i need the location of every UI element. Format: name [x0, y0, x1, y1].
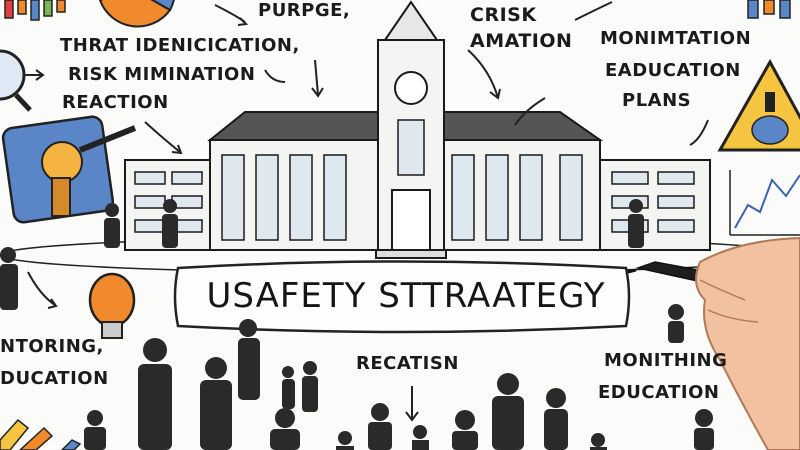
bar-chart-icon — [747, 0, 791, 19]
label-amation: AMATION — [470, 30, 573, 52]
left-roof — [207, 111, 381, 141]
drawing-hand — [695, 236, 800, 450]
line-chart-icon — [729, 170, 800, 236]
people-crowd — [0, 199, 714, 450]
bar-chart-icon — [4, 0, 66, 21]
label-threat: THRAT IDENICICATION, — [60, 35, 300, 56]
tower-spire — [383, 0, 439, 41]
label-monithing: MONITHING — [604, 350, 728, 371]
arrows — [24, 1, 709, 422]
key-card-icon — [1, 115, 137, 224]
warning-triangle-icon — [717, 58, 800, 152]
pencil-icon — [0, 418, 82, 450]
title-banner — [173, 260, 631, 334]
label-ntoring: NTORING, — [0, 336, 104, 357]
pie-chart-icon — [98, 0, 175, 28]
page-title: USAFETY STTRAATEGY — [206, 276, 606, 316]
building-windows — [134, 119, 695, 241]
label-crisk: CRISK — [470, 4, 537, 26]
label-reaction: REACTION — [62, 92, 169, 113]
label-education: EDUCATION — [598, 382, 720, 403]
clock-face — [394, 71, 428, 105]
label-plans: PLANS — [622, 90, 692, 111]
label-eaducation: EADUCATION — [605, 60, 741, 81]
main-door — [391, 189, 431, 251]
right-roof — [439, 111, 604, 141]
label-monimtation: MONIMTATION — [600, 28, 752, 49]
magnifier-icon — [0, 49, 32, 112]
label-risk: RISK MIMINATION — [68, 64, 256, 85]
label-recatisn: RECATISN — [356, 353, 459, 374]
label-purpose: PURPGE, — [258, 0, 351, 21]
lightbulb-icon — [88, 272, 136, 339]
front-steps — [375, 249, 447, 259]
label-ducation: DUCATION — [0, 368, 109, 389]
